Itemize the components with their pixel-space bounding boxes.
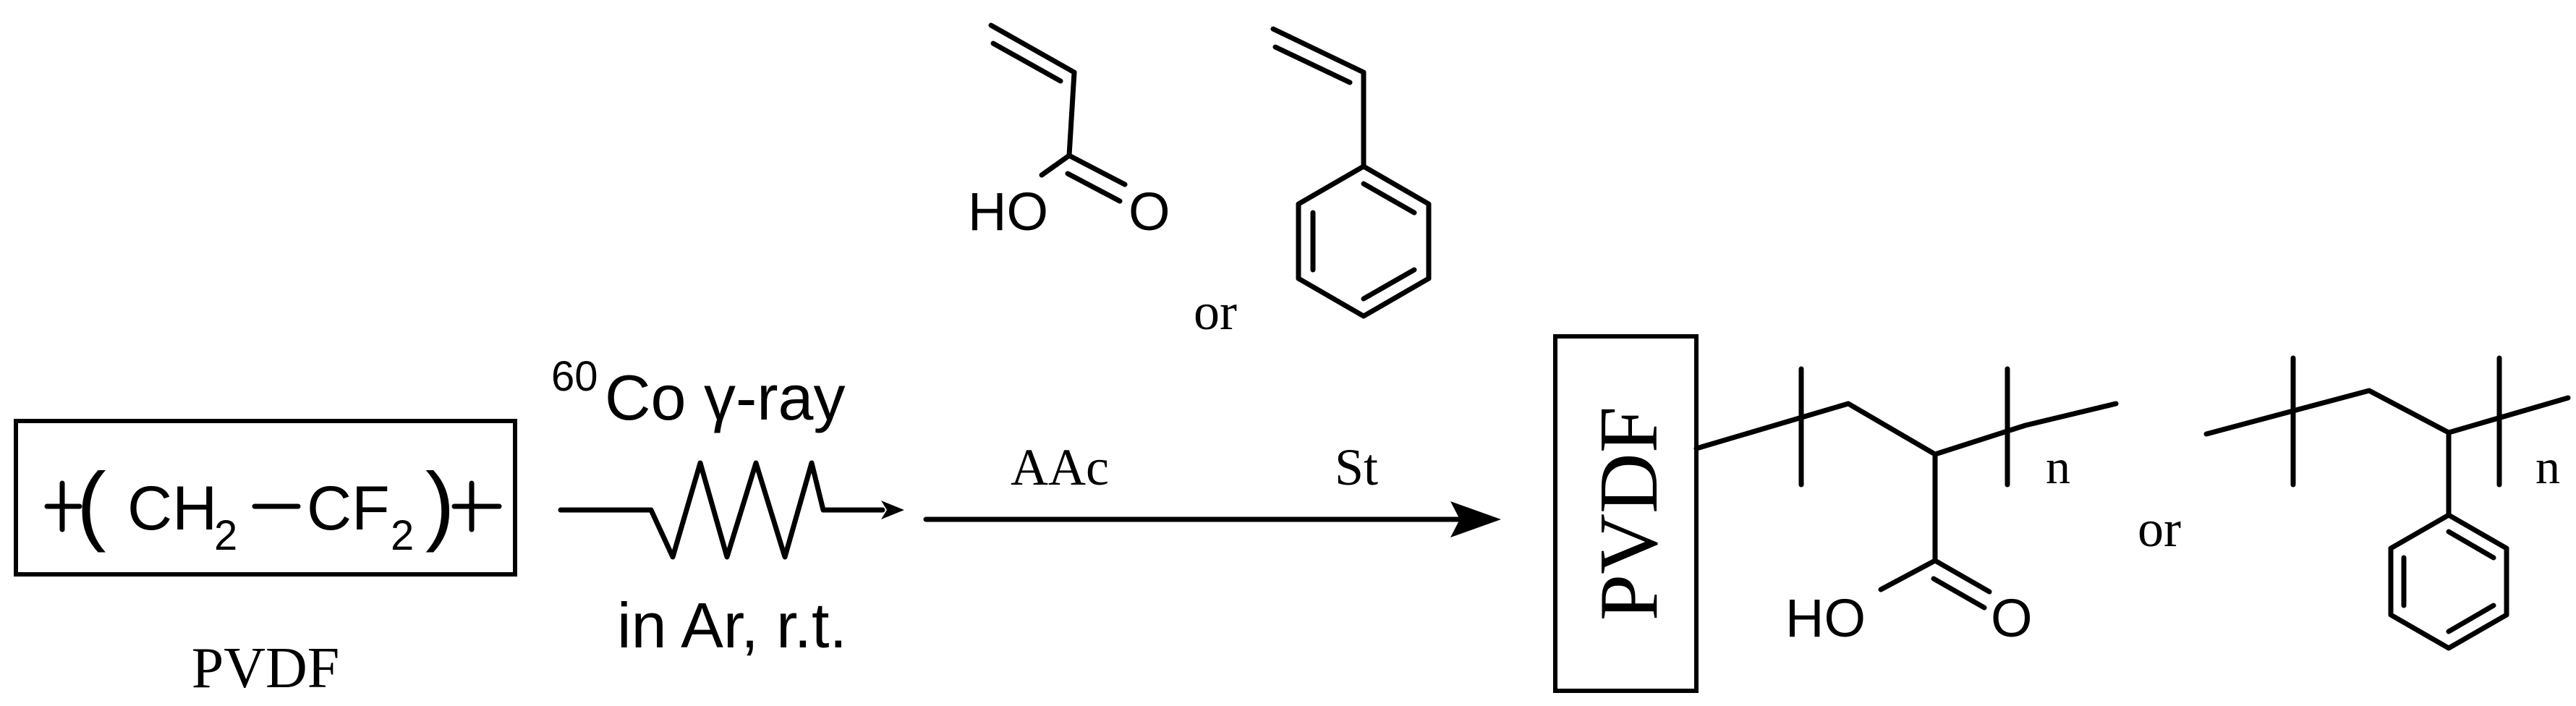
radiation-arrowhead: [881, 501, 904, 519]
ch2-group: CH: [127, 474, 217, 543]
pvdf-substrate-label: PVDF: [1583, 407, 1675, 621]
pvdf-label: PVDF: [192, 637, 340, 700]
cf2-subscript: 2: [391, 512, 414, 559]
vinyl-double-bond-inner: [990, 41, 1063, 84]
pvdf-substrate-box: [1553, 334, 1699, 693]
styrene-monomer: [1270, 26, 1432, 319]
st-label: St: [1335, 438, 1378, 496]
product-or-label: or: [2138, 500, 2181, 558]
cf2-group: CF: [307, 474, 390, 543]
styrene-benzene-ring: [1296, 163, 1432, 319]
pvdf-reactant: ( CH 2 CF 2 ) PVDF: [14, 419, 517, 700]
ps-ring-inner-bond-2: [2446, 603, 2496, 634]
ch2-subscript: 2: [214, 512, 237, 559]
ps-benzene-ring: [2388, 512, 2509, 651]
paa-repeat-n: n: [2046, 439, 2070, 494]
aac-label: AAc: [1011, 438, 1109, 496]
ps-backbone: [2203, 388, 2571, 437]
vinyl-double-bond-outer: [988, 22, 1077, 75]
radiation-source-label: Co γ-ray: [605, 362, 846, 433]
styrene-double-bond-outer: [1270, 26, 1366, 75]
carbonyl-oxygen-label: O: [1128, 182, 1170, 242]
carbonyl-double-bond-inner: [1065, 171, 1123, 204]
ps-ring-inner-bond-1: [2446, 529, 2496, 561]
paa-carbonyl-outer: [1932, 558, 1992, 595]
vinyl-carbonyl-bond: [1066, 69, 1077, 158]
radiation-wave-arrow: [558, 460, 885, 560]
polystyrene-product: n: [2203, 355, 2571, 651]
pvdf-g-paa-product: PVDF n HO O: [1553, 334, 2119, 693]
ps-repeat-n: n: [2535, 439, 2560, 494]
left-parenthesis: (: [77, 454, 106, 553]
paa-carbonyl-oxygen-label: O: [1991, 588, 2033, 648]
styrene-ring-inner-bond-2: [1361, 267, 1417, 302]
acrylic-acid-monomer: HO O: [968, 22, 1170, 242]
styrene-ring-inner-bond-1: [1361, 181, 1417, 216]
hydroxyl-label: HO: [968, 182, 1048, 242]
irradiation-conditions: in Ar, r.t.: [617, 590, 847, 661]
carboxyl-oh-bond: [1039, 153, 1072, 178]
paa-oh-bond: [1878, 558, 1938, 592]
styrene-double-bond-inner: [1272, 44, 1353, 85]
paa-carbonyl-inner: [1931, 576, 1987, 611]
isotope-superscript: 60: [551, 353, 598, 400]
pvdf-formula-box: [14, 419, 517, 577]
paa-hydroxyl-label: HO: [1785, 588, 1866, 648]
irradiation-step: 60 Co γ-ray in Ar, r.t.: [551, 353, 904, 661]
reaction-arrowhead: [1450, 501, 1501, 537]
monomer-or-label: or: [1194, 283, 1237, 341]
right-parenthesis: ): [425, 454, 455, 553]
reaction-arrow: AAc St: [923, 438, 1501, 537]
carbonyl-double-bond-outer: [1066, 153, 1128, 187]
